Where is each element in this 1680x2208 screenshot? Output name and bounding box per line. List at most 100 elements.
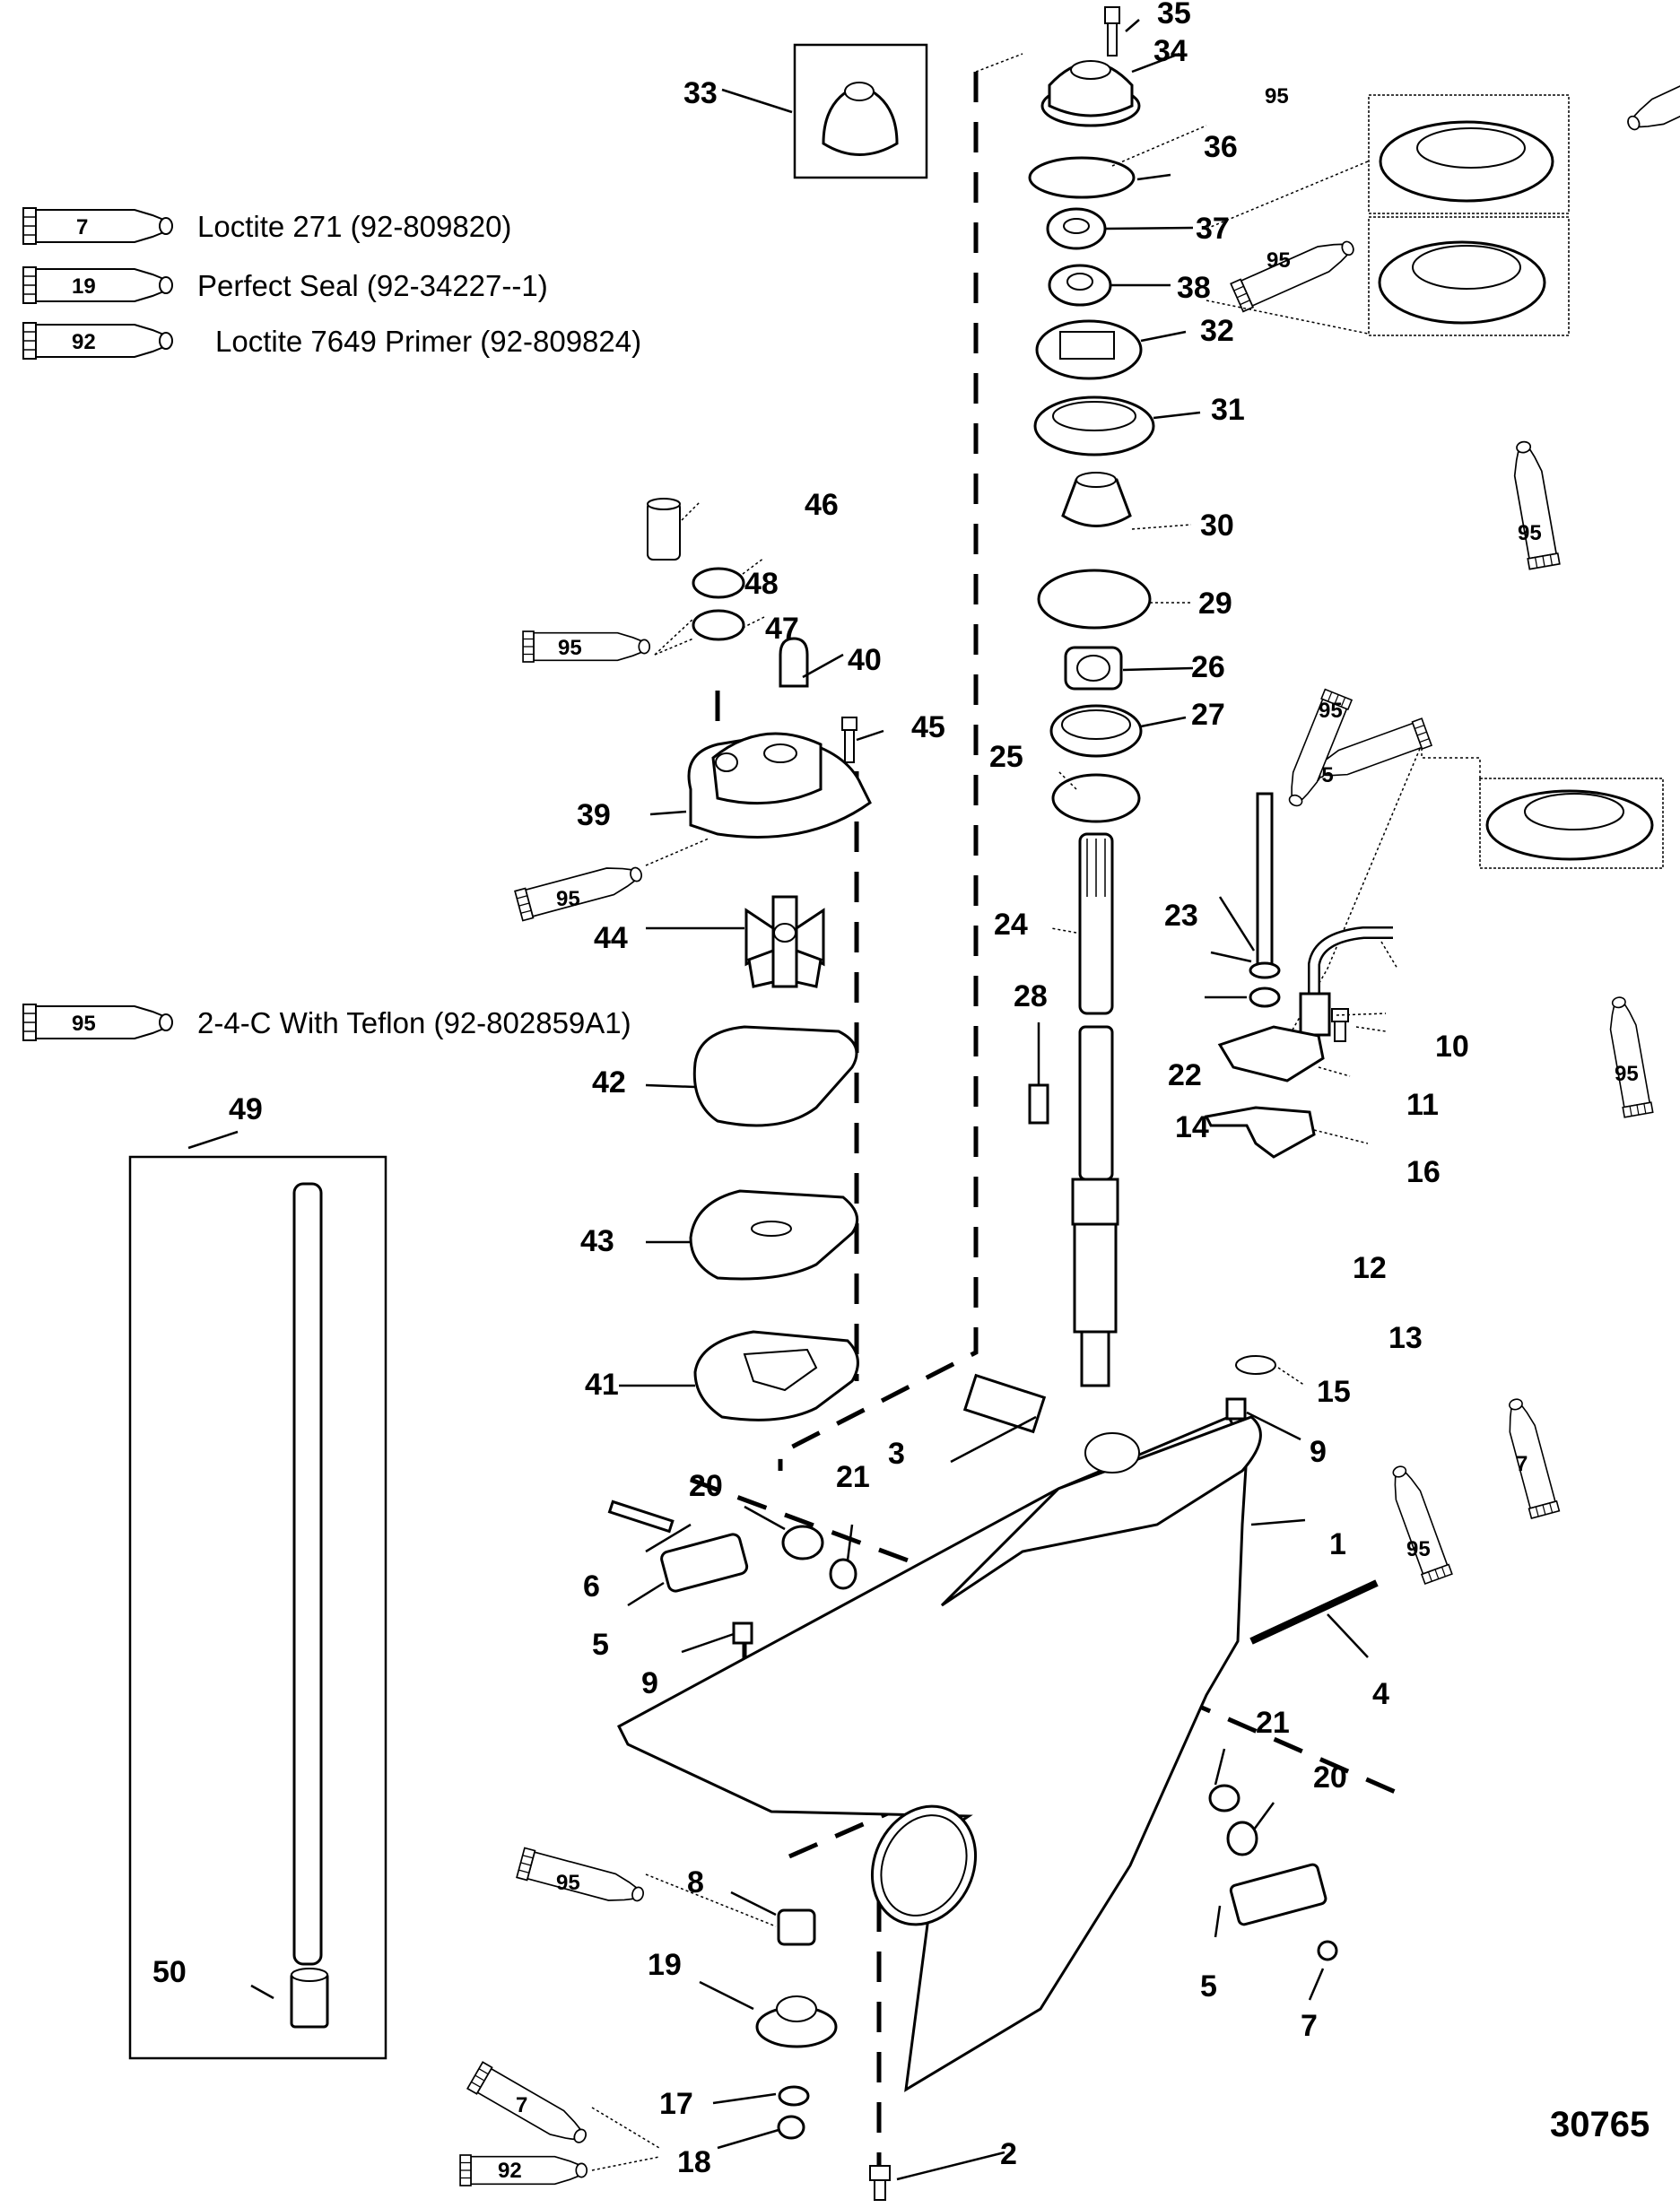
tube-number: 95 bbox=[1615, 1062, 1639, 1086]
part-47-seal bbox=[692, 609, 745, 641]
part-35-bolt bbox=[1104, 6, 1120, 57]
part-18-nut bbox=[777, 2115, 805, 2140]
callout-48: 48 bbox=[744, 567, 779, 601]
callout-43: 43 bbox=[580, 1224, 614, 1258]
callout-21a: 21 bbox=[836, 1460, 870, 1494]
tube-icon bbox=[1383, 1461, 1453, 1585]
part-6-bolt bbox=[607, 1500, 675, 1534]
tube-number: 95 bbox=[556, 887, 580, 911]
tube-icon bbox=[22, 266, 173, 304]
part-38-seal bbox=[1048, 264, 1112, 307]
callout-10: 10 bbox=[1435, 1030, 1469, 1064]
tube-number: 92 bbox=[498, 2159, 522, 2183]
callout-39: 39 bbox=[577, 798, 611, 832]
callout-22: 22 bbox=[1168, 1058, 1202, 1092]
legend-label: Loctite 7649 Primer (92-809824) bbox=[215, 325, 641, 358]
tube-number: 92 bbox=[72, 330, 96, 354]
callout-23: 23 bbox=[1164, 899, 1198, 933]
callout-17: 17 bbox=[659, 2087, 693, 2121]
part-34-cover bbox=[1040, 60, 1141, 127]
part-12-shift-housing bbox=[1217, 1025, 1325, 1082]
part-22-washer bbox=[1249, 961, 1281, 979]
part-23-shift-shaft bbox=[1256, 792, 1274, 966]
callout-6: 6 bbox=[583, 1569, 600, 1604]
tube-icon bbox=[1500, 1395, 1561, 1519]
legend-item-loctite-271: 7 Loctite 271 (92-809820) bbox=[22, 207, 511, 245]
tube-icon bbox=[459, 2154, 588, 2186]
part-19-pinion-gear bbox=[755, 1995, 838, 2048]
callout-20b: 20 bbox=[1313, 1760, 1347, 1795]
tube-number: 95 bbox=[1267, 248, 1291, 273]
part-46-sleeve bbox=[647, 498, 681, 561]
callout-47: 47 bbox=[765, 612, 799, 646]
callout-19: 19 bbox=[648, 1948, 682, 1982]
callout-3: 3 bbox=[888, 1437, 905, 1471]
tube-number: 95 bbox=[1265, 84, 1289, 109]
tube-icon bbox=[22, 207, 173, 245]
callout-11: 11 bbox=[1406, 1088, 1439, 1122]
callout-24: 24 bbox=[994, 908, 1028, 942]
callout-7: 7 bbox=[1301, 2009, 1318, 2043]
part-9-pin-left bbox=[732, 1621, 753, 1645]
callout-21b: 21 bbox=[1256, 1706, 1290, 1740]
callout-9a: 9 bbox=[1310, 1435, 1327, 1469]
callout-16: 16 bbox=[1406, 1155, 1441, 1189]
callout-25: 25 bbox=[989, 740, 1023, 774]
legend-item-2-4-c-teflon: 95 2-4-C With Teflon (92-802859A1) bbox=[22, 1004, 631, 1041]
part-25-shim bbox=[1051, 773, 1141, 823]
part-44-impeller bbox=[744, 895, 825, 988]
part-27-bearing-cup bbox=[1049, 704, 1143, 758]
tube-icon bbox=[1621, 57, 1680, 140]
tube-number: 7 bbox=[1516, 1452, 1528, 1476]
callout-49: 49 bbox=[229, 1092, 263, 1126]
part-49-50-inset bbox=[128, 1155, 387, 2060]
part-11-fitting bbox=[1299, 992, 1331, 1037]
tube-number: 95 bbox=[558, 636, 582, 660]
callout-5a: 5 bbox=[592, 1628, 609, 1662]
legend-item-perfect-seal: 19 Perfect Seal (92-34227--1) bbox=[22, 266, 548, 304]
tube-icon bbox=[466, 2061, 594, 2153]
callout-20a: 20 bbox=[689, 1469, 723, 1503]
part-40-grommet bbox=[779, 637, 809, 688]
part-36-o-ring bbox=[1028, 156, 1136, 199]
callout-50: 50 bbox=[152, 1955, 187, 1989]
part-14-seal bbox=[1249, 987, 1281, 1008]
seal-icon bbox=[1378, 240, 1546, 325]
callout-2: 2 bbox=[1000, 2137, 1017, 2171]
callout-30: 30 bbox=[1200, 509, 1234, 543]
part-2-screw bbox=[869, 2165, 891, 2201]
callout-15: 15 bbox=[1317, 1375, 1351, 1409]
callout-37: 37 bbox=[1196, 212, 1230, 246]
part-15-o-ring bbox=[1235, 1355, 1276, 1375]
callout-42: 42 bbox=[592, 1065, 626, 1100]
part-21-washer-right bbox=[1208, 1784, 1240, 1812]
tube-icon bbox=[22, 322, 173, 360]
tube-number: 95 bbox=[556, 1871, 580, 1895]
tube-number: 95 bbox=[72, 1012, 96, 1036]
tube-number: 19 bbox=[72, 274, 96, 299]
tube-icon bbox=[1603, 994, 1654, 1118]
part-8-bearing bbox=[777, 1908, 816, 1946]
callout-46: 46 bbox=[805, 488, 839, 522]
callout-33: 33 bbox=[683, 76, 718, 110]
callout-14: 14 bbox=[1175, 1110, 1209, 1144]
callout-27: 27 bbox=[1191, 698, 1225, 732]
tube-number: 7 bbox=[76, 215, 88, 239]
part-42-gasket bbox=[692, 1025, 858, 1127]
callout-26: 26 bbox=[1191, 650, 1225, 684]
part-48-seal bbox=[692, 567, 745, 599]
tube-icon bbox=[516, 1847, 648, 1911]
callout-4: 4 bbox=[1372, 1677, 1389, 1711]
part-28-key bbox=[1028, 1083, 1049, 1125]
part-41-gasket bbox=[693, 1330, 859, 1421]
legend-label: Perfect Seal (92-34227--1) bbox=[197, 269, 548, 302]
seal-icon bbox=[1485, 789, 1654, 861]
tube-number: 7 bbox=[516, 2093, 527, 2117]
callout-13: 13 bbox=[1388, 1321, 1423, 1355]
tube-number: 95 bbox=[1406, 1537, 1431, 1561]
part-13-gasket bbox=[1204, 1106, 1316, 1159]
tube-icon bbox=[1506, 438, 1561, 570]
part-45-screw bbox=[841, 717, 857, 763]
part-43-plate bbox=[689, 1189, 859, 1281]
part-20-plug-left bbox=[781, 1525, 824, 1560]
